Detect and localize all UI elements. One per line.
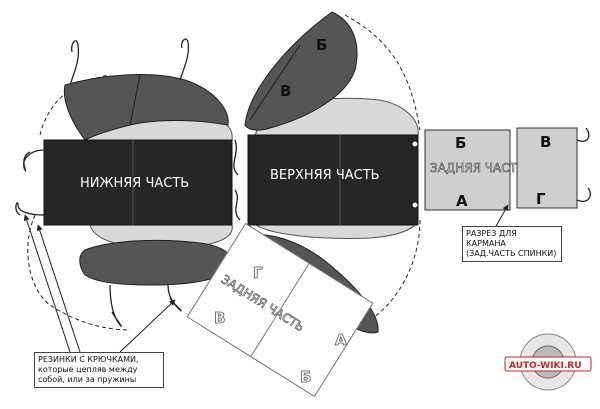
hook-middle-b bbox=[234, 189, 241, 221]
pocket-note-line1: РАЗРЕЗ ДЛЯ КАРМАНА bbox=[466, 229, 517, 248]
letter-rear-b: Б bbox=[455, 134, 466, 152]
letter-rear-a: А bbox=[456, 192, 468, 210]
hook-right-bottom bbox=[576, 187, 592, 202]
pocket-arrow bbox=[494, 204, 509, 229]
upper-panel-hole-top bbox=[411, 140, 419, 148]
letter-seat-v: В bbox=[214, 309, 225, 327]
dashed-outline-upper bbox=[344, 14, 421, 131]
rear-back-label: ЗАДНЯЯ ЧАСТЬ bbox=[430, 161, 525, 175]
hook-left-bottom bbox=[15, 202, 45, 216]
letter-v-top: В bbox=[280, 82, 291, 100]
elastic-arrow-1 bbox=[23, 214, 71, 353]
lower-flap-seam-top bbox=[129, 74, 141, 126]
letter-seat-b: Б bbox=[300, 368, 311, 386]
dashed-outline-upper-bottom bbox=[369, 219, 421, 321]
lower-panel-label: НИЖНЯЯ ЧАСТЬ bbox=[80, 176, 189, 191]
hook-bottom-right bbox=[167, 284, 182, 312]
hook-left-top bbox=[23, 149, 45, 172]
lower-panel bbox=[43, 139, 233, 226]
upper-panel bbox=[247, 134, 419, 226]
elastic-note-line1: РЕЗИНКИ С КРЮЧКАМИ, bbox=[38, 355, 139, 364]
elastic-note: РЕЗИНКИ С КРЮЧКАМИ, которые цепляв между… bbox=[34, 352, 164, 388]
letter-seat-a: А bbox=[335, 331, 347, 349]
letter-side-g: Г bbox=[536, 190, 546, 208]
elastic-note-line3: собой, или за пружины bbox=[38, 375, 137, 384]
pocket-note: РАЗРЕЗ ДЛЯ КАРМАНА (ЗАД.ЧАСТЬ СПИНКИ) bbox=[462, 226, 562, 262]
elastic-arrow-2 bbox=[36, 224, 81, 353]
upper-panel-label: ВЕРХНЯЯ ЧАСТЬ bbox=[270, 168, 380, 183]
rear-back-panel bbox=[424, 129, 511, 211]
pocket-note-line2: (ЗАД.ЧАСТЬ СПИНКИ) bbox=[466, 249, 557, 258]
letter-seat-g: Г bbox=[253, 264, 263, 282]
watermark-text: AUTO-WIKI.RU bbox=[509, 361, 582, 371]
upper-cushion-bottom bbox=[250, 221, 417, 239]
hook-right-top bbox=[576, 127, 590, 142]
hook-top-left bbox=[69, 40, 80, 86]
rear-seat-panel bbox=[186, 222, 374, 398]
hook-bottom-left bbox=[109, 284, 122, 327]
hook-top-right bbox=[179, 38, 190, 81]
elastic-arrow-3 bbox=[119, 299, 176, 353]
hook-middle-a bbox=[233, 139, 239, 176]
lower-side-flap-bottom bbox=[79, 239, 234, 286]
letter-b-top: Б bbox=[316, 36, 327, 54]
watermark-logo: AUTO-WIKI.RU bbox=[504, 333, 592, 391]
letter-side-v: В bbox=[540, 133, 551, 151]
upper-panel-hole-bottom bbox=[411, 201, 419, 209]
rear-side-panel bbox=[516, 127, 578, 209]
upper-top-flap-seam bbox=[249, 44, 301, 121]
upper-top-flap bbox=[244, 11, 358, 131]
elastic-note-line2: которые цепляв между bbox=[38, 365, 138, 374]
dashed-outline-lower bbox=[27, 214, 131, 331]
